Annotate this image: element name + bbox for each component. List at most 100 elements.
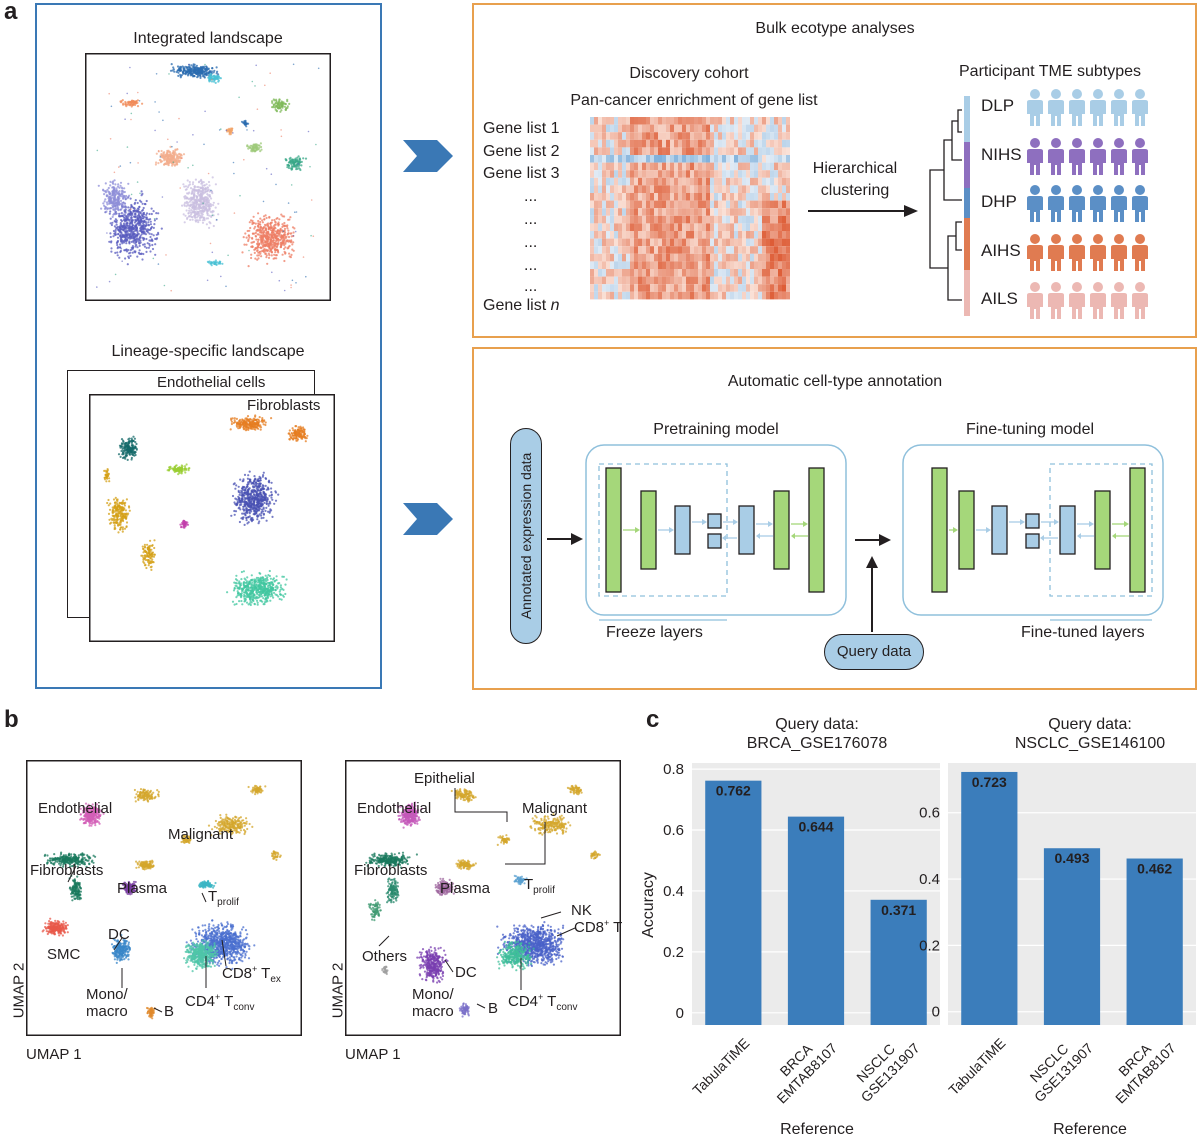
y-tick-label: 0.6 [919,805,940,822]
umap1-label-left: UMAP 1 [26,1046,82,1063]
subtypes-title: Participant TME subtypes [958,63,1142,80]
umap-label-cd8: CD8+ Tex [222,964,281,985]
gene-list-ellipsis: ... [524,257,538,274]
umap2-label-left: UMAP 2 [10,962,28,1019]
panel-c-letter: c [646,706,660,733]
bar-value-label: 0.644 [798,819,833,835]
umap-label-epithelial: Epithelial [414,770,475,787]
accuracy-axis-label: Accuracy [639,872,657,938]
umap-right-leaders [378,788,576,1009]
x-tick-label: BRCAEMTAB8107 [761,1028,840,1107]
person-icons [1027,138,1148,175]
gene-list-ellipsis: ... [524,188,538,205]
umap-label-mono: Mono/ [86,986,128,1003]
umap-label-cd4: CD4+ Tconv [185,992,255,1013]
chart2-title-2: NSCLC_GSE146100 [1014,735,1166,752]
y-tick-label: 0.2 [919,937,940,954]
fibroblasts-label: Fibroblasts [247,397,321,414]
gene-list-ellipsis: ... [524,234,538,251]
y-tick-label: 0 [932,1004,940,1021]
y-tick-label: 0.4 [919,871,940,888]
gene-list-ellipsis: ... [524,278,538,295]
chart1-title-1: Query data: [775,716,859,733]
umap-label-tprolif-r: Tprolif [524,876,555,896]
x-tick-label: NSCLCGSE131907 [1019,1028,1096,1105]
umap-label-plasma-r: Plasma [440,880,491,897]
chart1-xlabel: Reference [780,1121,854,1138]
bulk-title: Bulk ecotype analyses [755,20,915,37]
subtype-label-nihs: NIHS [981,145,1022,164]
y-tick-label: 0.8 [663,761,684,778]
integrated-title: Integrated landscape [133,30,283,47]
fibroblast-umap [89,394,335,642]
chart2-xlabel: Reference [1053,1121,1127,1138]
umap-label-endothelial: Endothelial [38,800,113,817]
bar [870,899,927,1025]
pretraining-title: Pretraining model [653,421,779,438]
chevron-arrow-icon [403,140,453,172]
enrichment-title: Pan-cancer enrichment of gene list [570,92,818,109]
gene-list-2: Gene list 2 [483,143,560,160]
umap-label-cd4-r: CD4+ Tconv [508,992,578,1013]
lineage-title: Lineage-specific landscape [111,343,305,360]
y-tick-label: 0.6 [663,822,684,839]
integrated-umap [85,53,331,301]
query-data-pill: Query data [824,634,924,670]
umap-label-fibroblasts-r: Fibroblasts [354,862,428,879]
person-icons [1027,234,1148,271]
gene-list-ellipsis: ... [524,211,538,228]
clustering-label-2: clustering [820,182,890,199]
dendrogram [929,96,970,316]
y-tick-label: 0 [676,1005,684,1022]
umap-label-plasma: Plasma [117,880,168,897]
umap-label-malignant: Malignant [168,826,234,843]
annotation-box [472,347,1197,690]
x-tick-label: BRCAEMTAB8107 [1100,1028,1179,1107]
subtype-label-dlp: DLP [981,96,1015,115]
umap-label-mono-r: Mono/ [412,986,454,1003]
finetuning-network [902,444,1164,621]
umap-label-dc: DC [108,926,130,943]
umap-label-fibroblasts: Fibroblasts [30,862,104,879]
umap-label-macro: macro [86,1003,128,1020]
umap-right [345,760,621,1036]
landscape-box [35,3,382,689]
annotated-data-pill: Annotated expression data [510,428,542,644]
gene-list-3: Gene list 3 [483,165,560,182]
bar-value-label: 0.462 [1137,861,1172,877]
freeze-layers-label: Freeze layers [606,624,703,641]
input-arrow-icon [547,533,583,545]
chevron-arrow-icon [403,503,453,535]
finetuning-title: Fine-tuning model [965,421,1095,438]
panel-a-letter: a [4,0,18,25]
bar-value-label: 0.723 [972,774,1007,790]
panel-b-letter: b [4,706,19,733]
bar [961,771,1018,1025]
umap-left [26,760,302,1036]
umap-label-endothelial-r: Endothelial [357,800,432,817]
bar [1126,858,1183,1025]
person-icons [1027,282,1148,319]
umap-label-macro-r: macro [412,1003,454,1020]
query-arrow-icon [866,556,878,632]
pretraining-network [585,444,847,621]
umap-label-malignant-r: Malignant [522,800,588,817]
subtype-label-ails: AILS [981,289,1018,308]
bar [1043,848,1101,1025]
bar-value-label: 0.762 [716,783,751,799]
umap2-label-right: UMAP 2 [329,962,347,1019]
annotation-title: Automatic cell-type annotation [727,373,943,390]
umap-label-others: Others [362,948,408,965]
clustering-label-1: Hierarchical [812,160,898,177]
endothelial-cells-label: Endothelial cells [157,374,266,391]
bar-value-label: 0.493 [1054,850,1089,866]
umap1-label-right: UMAP 1 [345,1046,401,1063]
bulk-ecotype-box [472,3,1197,338]
x-tick-label: NSCLCGSE131907 [846,1028,923,1105]
gene-list-1: Gene list 1 [483,120,560,137]
x-tick-label: TabulaTiME [945,1035,1008,1098]
umap-label-smc: SMC [47,946,81,963]
subtype-label-aihs: AIHS [981,241,1021,260]
umap-left-leaders [67,865,227,1013]
